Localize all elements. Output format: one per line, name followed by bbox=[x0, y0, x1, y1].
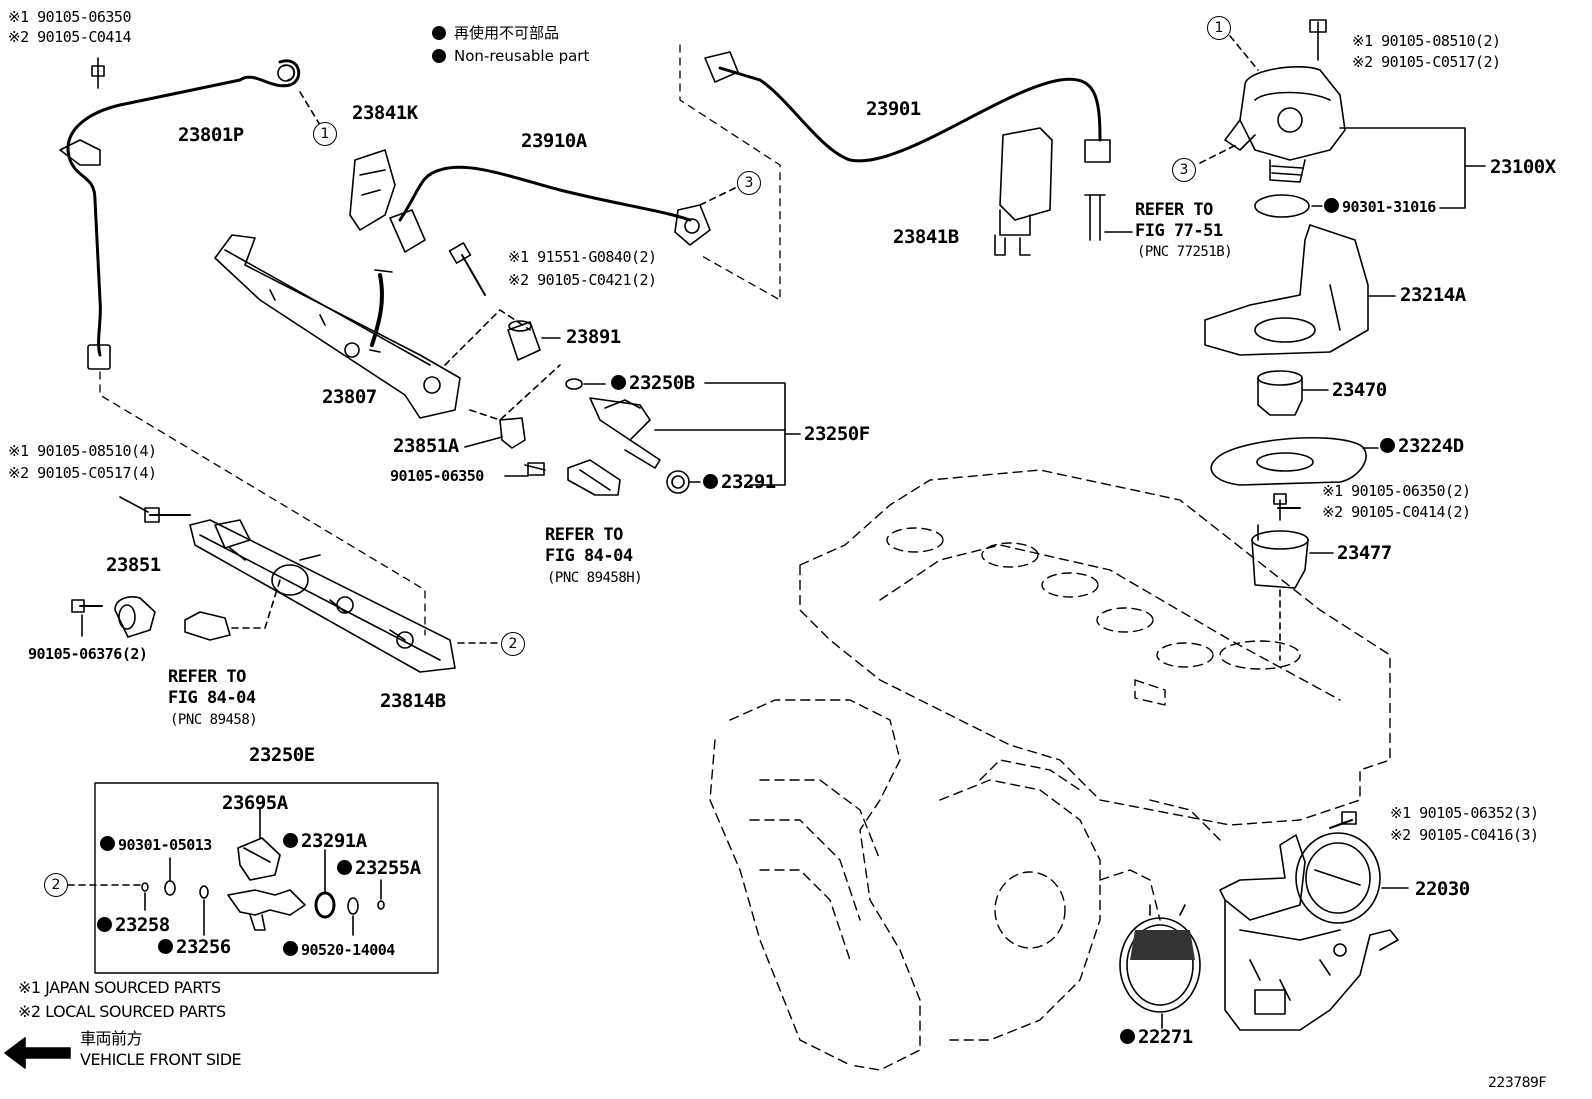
sensor-connector-left bbox=[184, 611, 231, 641]
lifter-23470 bbox=[1257, 370, 1303, 416]
legend-jp-text: 再使用不可部品 bbox=[454, 24, 560, 42]
insulator-23214A bbox=[1204, 224, 1369, 356]
front-side-jp: 車両前方 bbox=[80, 1029, 143, 1048]
part-number-label: 23695A bbox=[222, 792, 288, 814]
ref-label: ※2 90105-C0517(4) bbox=[8, 464, 157, 482]
fuel-pipe-23901 bbox=[704, 51, 1111, 163]
ref-label: ※2 90105-C0414 bbox=[8, 28, 131, 46]
part-number-label: 22271 bbox=[1120, 1028, 1193, 1047]
leader bbox=[299, 91, 321, 126]
callout-1: 1 bbox=[1207, 16, 1231, 40]
non-reusable-dot-icon bbox=[432, 49, 446, 63]
part-number-label: 23814B bbox=[380, 690, 446, 712]
ref-label: ※2 90105-C0416(3) bbox=[1390, 826, 1539, 844]
refer-pnc-label: (PNC 89458) bbox=[170, 712, 258, 728]
refer-to-label: REFER TO bbox=[168, 667, 246, 687]
part-number-label: 23255A bbox=[337, 859, 421, 878]
legend-en: Non-reusable part bbox=[432, 47, 589, 65]
figure-id: 223789F bbox=[1488, 1075, 1547, 1091]
part-number-label: 90105-06376(2) bbox=[28, 645, 148, 663]
part-number-label: 23910A bbox=[521, 130, 587, 152]
kit-parts bbox=[67, 807, 385, 936]
part-number-label: 90301-31016 bbox=[1324, 198, 1436, 215]
part-number-label: 23470 bbox=[1332, 379, 1387, 401]
delivery-pipe-23807 bbox=[214, 234, 461, 419]
engine-outline bbox=[709, 469, 1391, 1071]
legend-en-text: Non-reusable part bbox=[454, 47, 590, 65]
part-number-label: 23841B bbox=[893, 226, 959, 248]
ref-label: ※1 90105-06352(3) bbox=[1390, 804, 1539, 822]
refer-to-label: REFER TO bbox=[1135, 200, 1213, 220]
note-japan-sourced: ※1 JAPAN SOURCED PARTS bbox=[18, 978, 221, 997]
clip-23841K bbox=[349, 149, 396, 231]
gasket-23224D bbox=[1210, 437, 1367, 486]
part-number-label: 22030 bbox=[1415, 878, 1470, 900]
part-number-label: 90105-06350 bbox=[390, 467, 484, 485]
clip-23841B bbox=[994, 127, 1053, 256]
non-reusable-dot-icon bbox=[432, 26, 446, 40]
sensor-connector bbox=[567, 459, 621, 496]
injector-23250F bbox=[565, 378, 701, 494]
legend-jp: 再使用不可部品 bbox=[432, 22, 559, 43]
front-side-en: VEHICLE FRONT SIDE bbox=[80, 1050, 242, 1069]
callout-2: 2 bbox=[501, 632, 525, 656]
refer-to-label: REFER TO bbox=[545, 525, 623, 545]
ref-label: ※1 90105-08510(2) bbox=[1352, 32, 1501, 50]
part-number-label: 23901 bbox=[866, 98, 921, 120]
note-local-sourced: ※2 LOCAL SOURCED PARTS bbox=[18, 1002, 226, 1021]
callout-2: 2 bbox=[44, 873, 68, 897]
sensor-23851 bbox=[114, 596, 156, 638]
part-number-label: 23258 bbox=[97, 916, 170, 935]
gasket-22271 bbox=[1119, 904, 1201, 1013]
part-number-label: 23291 bbox=[703, 473, 776, 492]
part-number-label: 23250E bbox=[249, 744, 315, 766]
callout-1: 1 bbox=[313, 122, 337, 146]
fuel-pump-23100X bbox=[1224, 66, 1346, 183]
part-number-label: 23100X bbox=[1490, 156, 1556, 178]
fuel-pipe-23801P bbox=[59, 57, 301, 370]
part-number-label: 23851 bbox=[106, 554, 161, 576]
ref-label: ※1 90105-06350(2) bbox=[1322, 482, 1471, 500]
part-number-label: 23224D bbox=[1380, 437, 1464, 456]
part-number-label: 23801P bbox=[178, 124, 244, 146]
part-number-label: 90301-05013 bbox=[100, 836, 212, 853]
part-number-label: 23807 bbox=[322, 386, 377, 408]
ref-label: ※1 91551-G0840(2) bbox=[508, 248, 657, 266]
part-number-label: 23477 bbox=[1337, 542, 1392, 564]
part-number-label: 23851A bbox=[393, 435, 459, 457]
refer-fig-label: FIG 84-04 bbox=[545, 546, 633, 566]
part-number-label: 23256 bbox=[158, 938, 231, 957]
part-number-label: 23841K bbox=[352, 102, 418, 124]
part-number-label: 90520-14004 bbox=[283, 941, 395, 958]
callout-3: 3 bbox=[737, 171, 761, 195]
ref-label: ※2 90105-C0421(2) bbox=[508, 271, 657, 289]
part-number-label: 23250B bbox=[611, 374, 695, 393]
injector-rail-23814B bbox=[189, 519, 456, 673]
part-number-label: 23214A bbox=[1400, 284, 1466, 306]
collar-23891 bbox=[507, 320, 541, 361]
refer-pnc-label: (PNC 89458H) bbox=[547, 570, 643, 586]
callout-3: 3 bbox=[1172, 158, 1196, 182]
bracket-23477 bbox=[1251, 493, 1309, 589]
part-number-label: 23250F bbox=[804, 423, 870, 445]
refer-pnc-label: (PNC 77251B) bbox=[1137, 244, 1233, 260]
throttle-body-22030 bbox=[1219, 832, 1399, 1031]
ref-label: ※1 90105-08510(4) bbox=[8, 442, 157, 460]
part-number-label: 23891 bbox=[566, 326, 621, 348]
ref-label: ※1 90105-06350 bbox=[8, 8, 131, 26]
refer-fig-label: FIG 84-04 bbox=[168, 688, 256, 708]
kit-box-23250E bbox=[94, 782, 439, 974]
ref-label: ※2 90105-C0517(2) bbox=[1352, 53, 1501, 71]
refer-fig-label: FIG 77-51 bbox=[1135, 221, 1223, 241]
part-number-label: 23291A bbox=[283, 832, 367, 851]
ref-label: ※2 90105-C0414(2) bbox=[1322, 503, 1471, 521]
bracket-23851A bbox=[499, 417, 526, 449]
fuel-hose-23910A bbox=[389, 165, 711, 253]
